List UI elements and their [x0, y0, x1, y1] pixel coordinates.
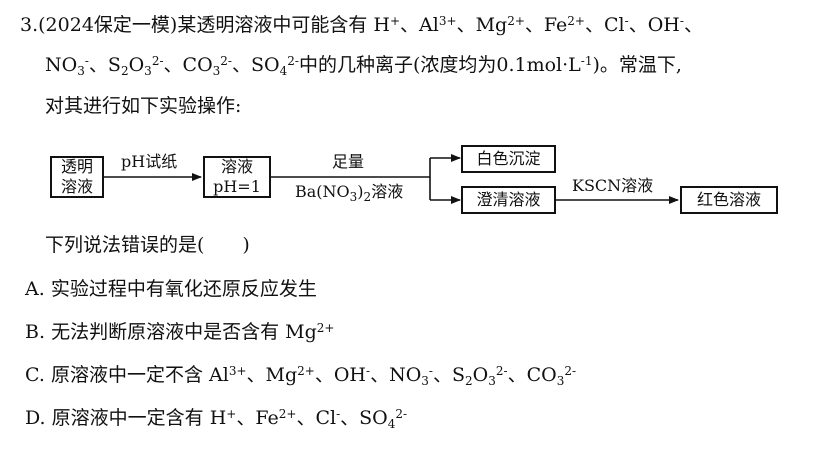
box-white-precipitate: 白色沉淀 [461, 145, 556, 173]
option-c[interactable]: C. 原溶液中一定不含 Al3+、Mg2+、OH-、NO3-、S2O32-、CO… [25, 364, 577, 388]
ion-oh: OH- [647, 14, 684, 36]
ion-mg: Mg2+ [475, 14, 525, 36]
box-red-solution: 红色溶液 [680, 186, 778, 214]
question-source: (2024保定一模) [38, 14, 178, 36]
question-line-3: 对其进行如下实验操作: [45, 95, 242, 117]
ion-no3: NO3- [45, 54, 89, 78]
ion-fe: Fe2+ [543, 14, 585, 36]
question-stem-c: )。常温下, [592, 54, 682, 76]
question-line-2: NO3-、S2O32-、CO32-、SO42-中的几种离子(浓度均为0.1mol… [45, 54, 682, 78]
flowchart-arrows [104, 154, 679, 204]
ion-al: Al3+ [419, 14, 457, 36]
option-d[interactable]: D. 原溶液中一定含有 H+、Fe2+、Cl-、SO42- [25, 407, 408, 431]
concentration: 0.1mol [496, 54, 563, 76]
ion-so4: SO42- [251, 54, 299, 78]
question-line-1: 3.(2024保定一模)某透明溶液中可能含有 H+、Al3+、Mg2+、Fe2+… [20, 14, 703, 36]
question-number: 3. [20, 14, 39, 36]
ion-s2o3: S2O32- [107, 54, 164, 78]
question-stem-b: 中的几种离子(浓度均为 [298, 54, 497, 76]
label-reagent-name: Ba(NO3)2溶液 [295, 182, 404, 204]
box-transparent-solution: 透明溶液 [50, 156, 104, 198]
label-reagent-amount: 足量 [332, 152, 365, 171]
option-b[interactable]: B. 无法判断原溶液中是否含有 Mg2+ [25, 321, 335, 343]
ion-co3: CO32- [182, 54, 232, 78]
label-kscn: KSCN溶液 [572, 176, 654, 195]
ion-h: H+ [373, 14, 401, 36]
label-ph-paper: pH试纸 [121, 152, 178, 171]
option-a[interactable]: A. 实验过程中有氧化还原反应发生 [25, 278, 317, 300]
question-ask: 下列说法错误的是( ) [45, 234, 250, 256]
box-clear-solution: 澄清溶液 [461, 186, 556, 214]
question-stem-a: 某透明溶液中可能含有 [177, 14, 374, 36]
ion-cl: Cl- [604, 14, 629, 36]
